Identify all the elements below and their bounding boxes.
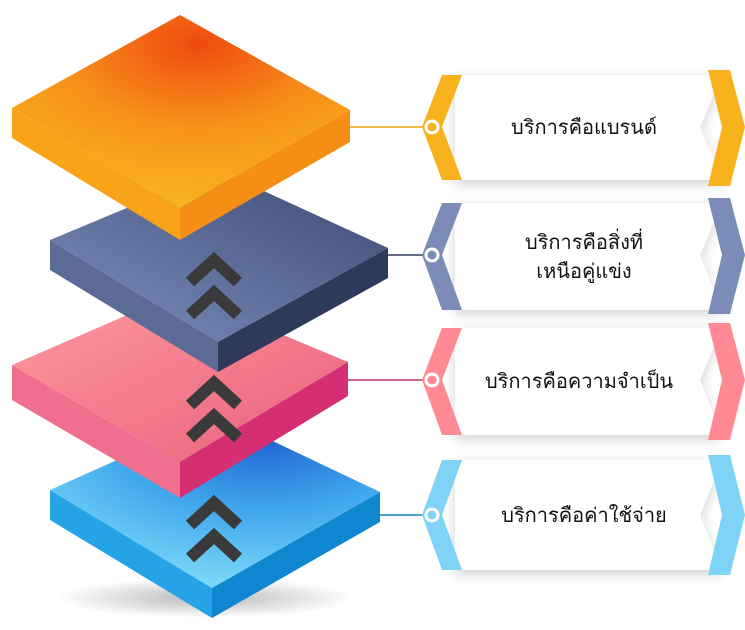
label-card-cost xyxy=(422,455,745,575)
label-cost: บริการคือค่าใช้จ่าย xyxy=(462,460,706,570)
label-brand: บริการคือแบรนด์ xyxy=(462,75,706,180)
double-chevron-up-icon xyxy=(185,374,243,443)
layer-beyond-slab xyxy=(50,170,388,372)
ring-dot-icon xyxy=(424,119,440,135)
label-beyond: บริการคือสิ่งที่ เหนือคู่แข่ง xyxy=(462,203,706,310)
layer-brand-slab xyxy=(12,15,350,240)
label-need: บริการคือความจำเป็น xyxy=(452,328,706,435)
label-card-need xyxy=(422,323,745,440)
label-cost-text: บริการคือค่าใช้จ่าย xyxy=(501,502,667,527)
double-chevron-up-icon xyxy=(185,494,243,563)
ring-dot-icon xyxy=(424,507,440,523)
ring-dot-icon xyxy=(424,372,440,388)
ring-dot-icon xyxy=(424,247,440,263)
label-beyond-text: บริการคือสิ่งที่ เหนือคู่แข่ง xyxy=(524,229,644,283)
label-need-text: บริการคือความจำเป็น xyxy=(484,369,674,393)
double-chevron-up-icon xyxy=(185,251,243,320)
label-card-beyond xyxy=(422,198,745,314)
label-card-brand xyxy=(422,70,745,186)
label-brand-text: บริการคือแบรนด์ xyxy=(511,115,657,139)
